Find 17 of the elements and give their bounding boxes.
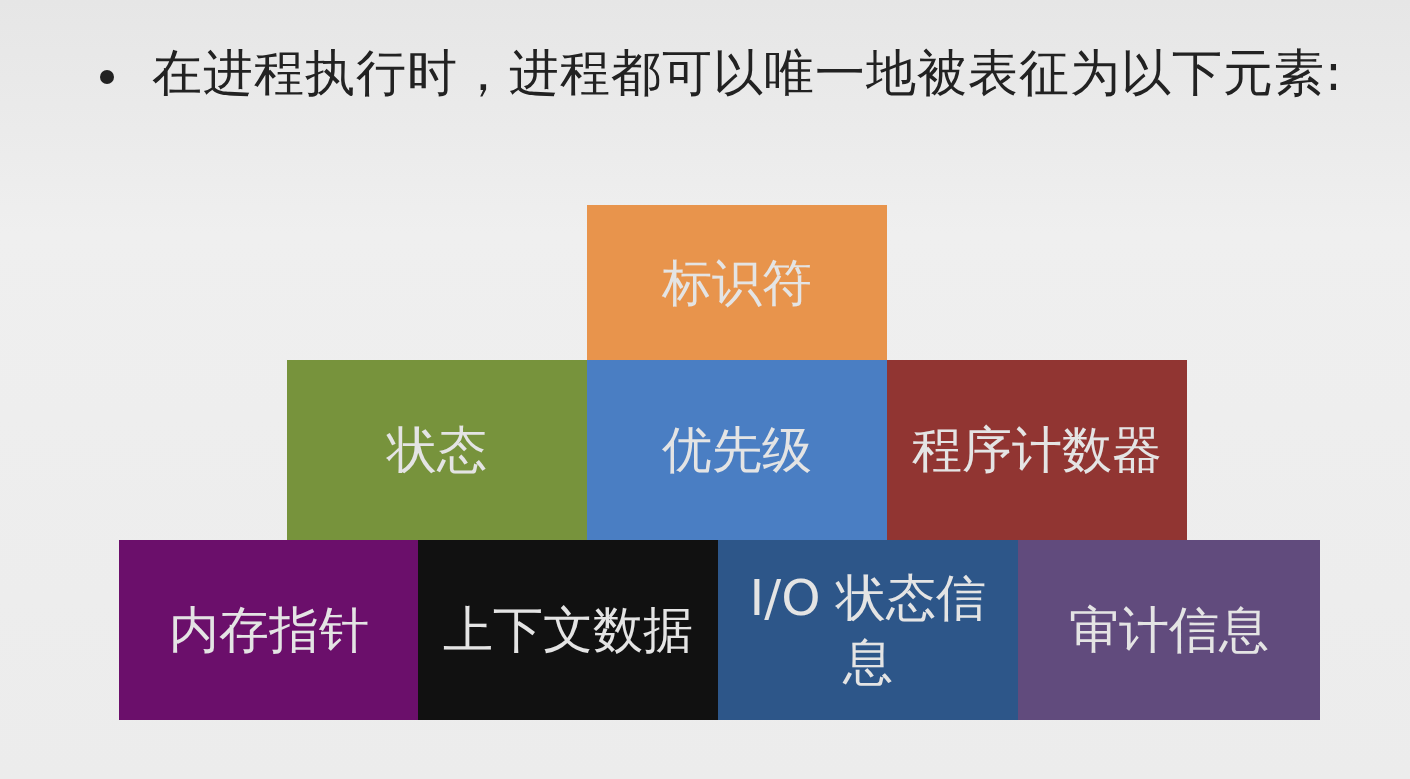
element-block [119, 540, 418, 720]
block-label: I/O 状态信息 [748, 568, 988, 693]
element-block [1018, 540, 1320, 720]
block-label: 程序计数器 [912, 420, 1162, 481]
block-label: 状态 [387, 420, 487, 481]
block-label: 上下文数据 [443, 600, 693, 661]
element-block [287, 360, 587, 540]
element-block [587, 205, 887, 360]
element-block [418, 540, 718, 720]
block-label: 标识符 [662, 252, 812, 314]
element-block [718, 540, 1018, 720]
title: 在进程执行时，进程都可以唯一地被表征为以下元素: [152, 44, 1344, 102]
element-block [587, 360, 887, 540]
block-label: 审计信息 [1069, 600, 1269, 661]
block-label: 优先级 [662, 420, 812, 481]
block-label: 内存指针 [168, 600, 369, 661]
element-block [887, 360, 1187, 540]
